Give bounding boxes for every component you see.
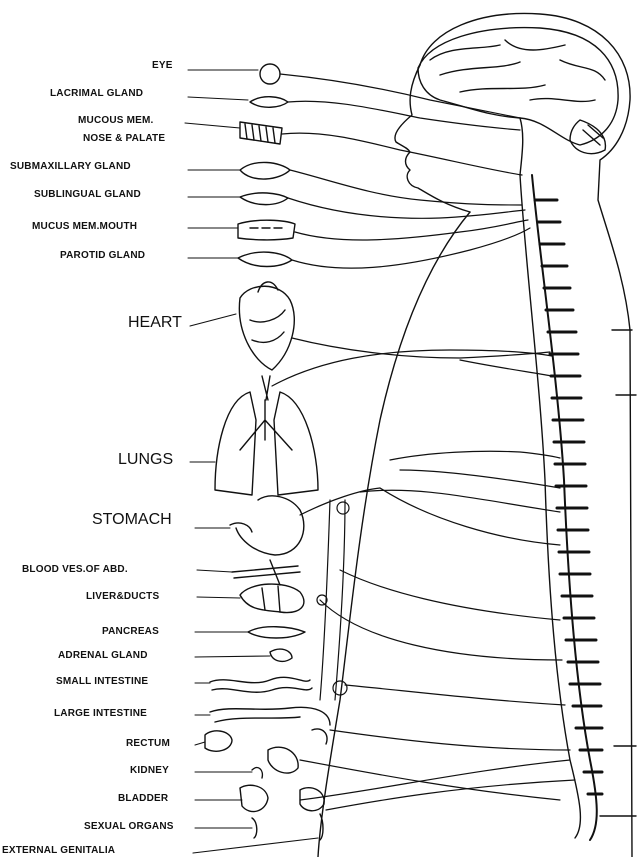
heart-icon	[239, 282, 294, 370]
label-lungs: LUNGS	[118, 452, 173, 468]
blood-vessels-icon	[232, 560, 300, 585]
sublingual-gland-icon	[240, 193, 288, 205]
label-mucus-mem-mouth: MUCUS MEM.MOUTH	[32, 222, 137, 232]
small-intestine-icon	[210, 677, 312, 692]
kidney-icon	[252, 747, 298, 778]
label-mucous-mem: MUCOUS MEM.	[78, 116, 154, 126]
adrenal-gland-icon	[270, 649, 292, 661]
brain-icon	[418, 28, 618, 175]
label-kidney: KIDNEY	[130, 766, 169, 776]
stomach-icon	[230, 496, 304, 555]
label-pancreas: PANCREAS	[102, 627, 159, 637]
label-stomach: STOMACH	[92, 512, 172, 528]
label-liver-ducts: LIVER&DUCTS	[86, 592, 159, 602]
submaxillary-gland-icon	[240, 162, 290, 179]
label-adrenal-gland: ADRENAL GLAND	[58, 651, 148, 661]
label-sexual-organs: SEXUAL ORGANS	[84, 822, 174, 832]
front-body-outline	[318, 212, 470, 857]
large-intestine-icon	[210, 707, 330, 725]
label-nose-palate: NOSE & PALATE	[83, 134, 165, 144]
liver-icon	[240, 584, 304, 613]
rectum-icon	[205, 729, 327, 751]
nose-palate-icon	[240, 122, 282, 144]
nerve-pathways	[272, 74, 575, 810]
mouth-mucosa-icon	[238, 220, 295, 240]
label-submaxillary-gland: SUBMAXILLARY GLAND	[10, 162, 131, 172]
label-lacrimal-gland: LACRIMAL GLAND	[50, 89, 143, 99]
sexual-organs-icon	[252, 814, 323, 840]
label-heart: HEART	[128, 315, 182, 331]
pancreas-icon	[248, 627, 305, 638]
label-external-genitalia: EXTERNAL GENITALIA	[2, 846, 115, 856]
label-rectum: RECTUM	[126, 739, 170, 749]
lacrimal-gland-icon	[250, 97, 288, 108]
label-sublingual-gland: SUBLINGUAL GLAND	[34, 190, 141, 200]
label-bladder: BLADDER	[118, 794, 168, 804]
lungs-icon	[215, 376, 318, 495]
label-blood-vessels: BLOOD VES.OF ABD.	[22, 565, 128, 575]
label-parotid-gland: PAROTID GLAND	[60, 251, 145, 261]
label-small-intestine: SMALL INTESTINE	[56, 677, 148, 687]
label-large-intestine: LARGE INTESTINE	[54, 709, 147, 719]
label-eye: EYE	[152, 61, 173, 71]
eye-icon	[260, 64, 280, 84]
body-outline	[420, 13, 632, 857]
parotid-gland-icon	[238, 252, 292, 266]
face-profile	[395, 65, 470, 212]
